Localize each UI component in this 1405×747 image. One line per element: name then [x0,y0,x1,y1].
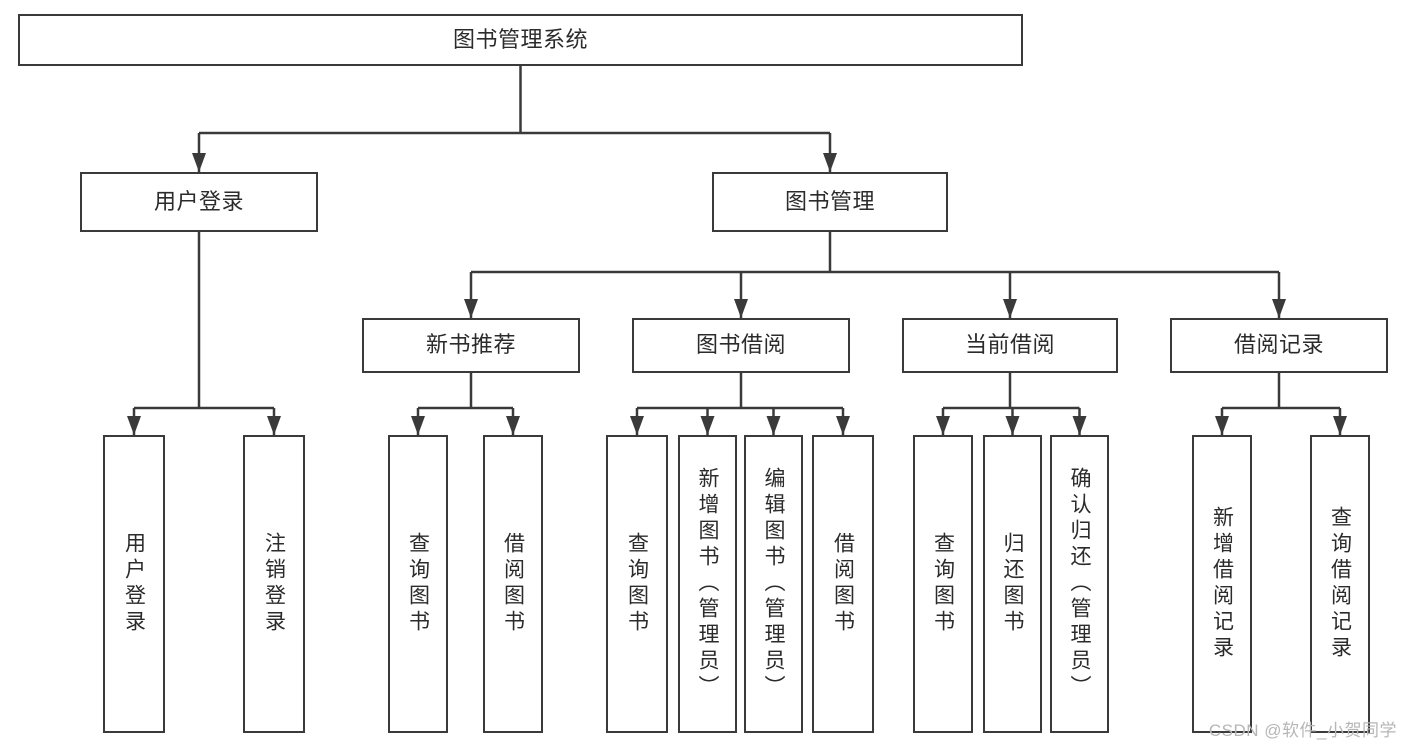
node-leaf-confirm-return[interactable]: 确认归还（管理员） [1050,435,1109,733]
node-root[interactable]: 图书管理系统 [18,14,1023,66]
node-label: 新增借阅记录 [1210,506,1234,662]
arrowhead [411,416,425,435]
arrowhead [267,416,281,435]
arrowhead [127,416,141,435]
arrowhead [823,153,837,172]
node-leaf-borrow-book-1[interactable]: 借阅图书 [483,435,543,733]
node-leaf-query-book-1[interactable]: 查询图书 [388,435,448,733]
node-label: 确认归还（管理员） [1068,467,1091,701]
arrowhead [192,153,206,172]
node-label: 新书推荐 [425,332,516,358]
node-label: 新增图书（管理员） [696,467,719,701]
node-label: 图书借阅 [695,332,786,358]
node-leaf-add-record[interactable]: 新增借阅记录 [1192,435,1252,733]
node-user-login[interactable]: 用户登录 [80,172,318,232]
arrowhead [836,416,850,435]
node-leaf-query-book-2[interactable]: 查询图书 [606,435,668,733]
arrowhead [766,416,781,435]
node-leaf-query-book-3[interactable]: 查询图书 [913,435,973,733]
arrowhead [1215,416,1229,435]
node-label: 用户登录 [153,188,244,214]
node-label: 借阅图书 [831,532,855,636]
node-label: 查询图书 [625,532,649,636]
arrowhead [1072,416,1087,435]
node-label: 借阅图书 [501,532,525,636]
node-label: 注销登录 [262,532,286,636]
node-label: 当前借阅 [964,332,1055,358]
node-book-management[interactable]: 图书管理 [712,172,948,232]
node-new-book-recommend[interactable]: 新书推荐 [362,318,580,373]
node-label: 查询图书 [406,532,430,636]
watermark: CSDN @软件_小贺同学 [1208,721,1397,740]
node-leaf-return-book[interactable]: 归还图书 [983,435,1042,733]
arrowhead [630,416,644,435]
node-label: 借阅记录 [1233,332,1324,358]
node-leaf-user-login[interactable]: 用户登录 [103,435,165,733]
node-label: 用户登录 [122,532,146,636]
node-leaf-borrow-book-2[interactable]: 借阅图书 [812,435,874,733]
node-leaf-add-book[interactable]: 新增图书（管理员） [678,435,737,733]
node-current-borrow[interactable]: 当前借阅 [902,318,1118,373]
node-label: 编辑图书（管理员） [762,467,785,701]
arrowhead [734,299,748,318]
arrowhead [1005,416,1020,435]
node-label: 查询图书 [931,532,955,636]
arrowhead [506,416,520,435]
node-label: 查询借阅记录 [1328,506,1352,662]
node-borrow-record[interactable]: 借阅记录 [1170,318,1388,373]
arrowhead [700,416,715,435]
node-label: 图书管理 [784,188,875,214]
node-leaf-logout[interactable]: 注销登录 [243,435,305,733]
node-label: 归还图书 [1001,532,1024,636]
node-leaf-query-record[interactable]: 查询借阅记录 [1310,435,1370,733]
arrowhead [1333,416,1347,435]
arrowhead [464,299,478,318]
node-leaf-edit-book[interactable]: 编辑图书（管理员） [744,435,803,733]
arrowhead [1003,299,1017,318]
node-label: 图书管理系统 [452,26,588,52]
node-book-borrow[interactable]: 图书借阅 [632,318,850,373]
arrowhead [1272,299,1286,318]
arrowhead [936,416,950,435]
